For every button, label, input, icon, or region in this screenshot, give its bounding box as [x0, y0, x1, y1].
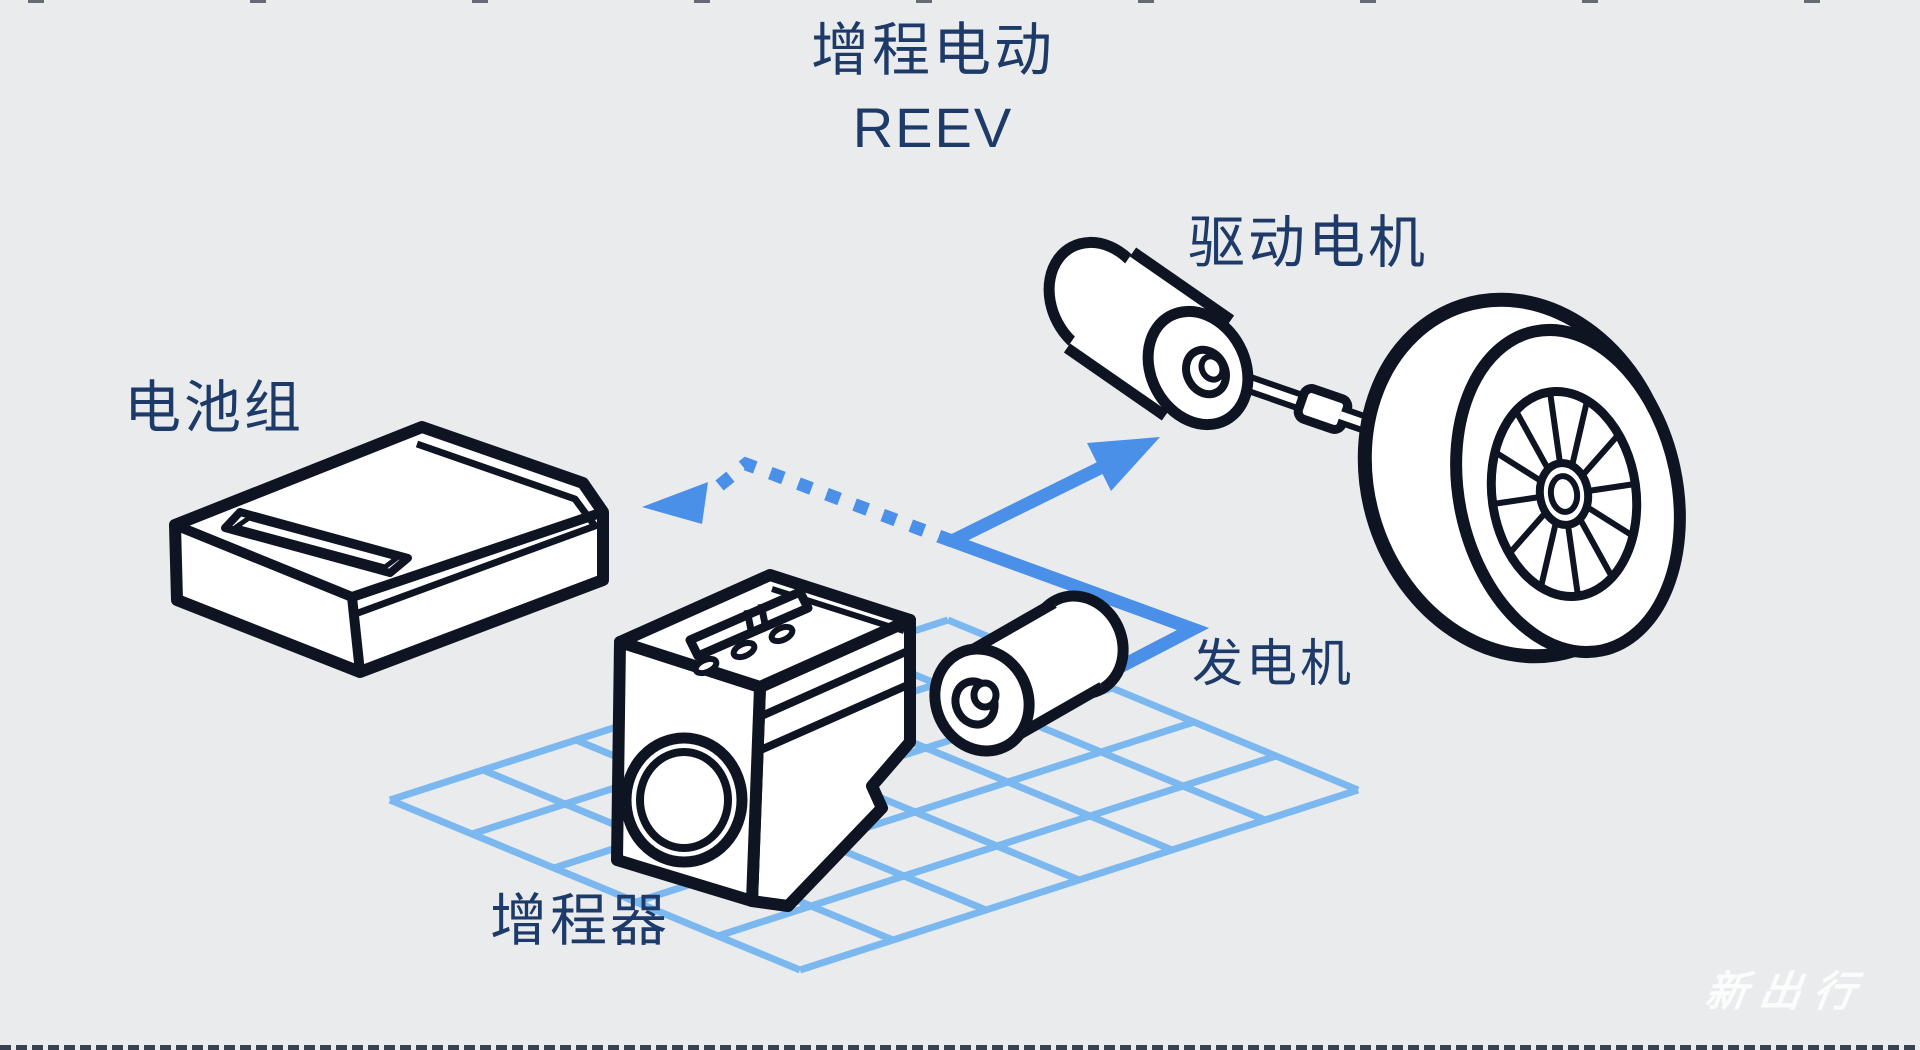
wheel-icon — [1357, 292, 1686, 664]
generator-icon — [929, 590, 1129, 757]
title-line-reev: REEV — [852, 96, 1014, 159]
title-line-chinese: 增程电动 — [810, 18, 1056, 83]
solid-flow-arrow-icon — [935, 437, 1210, 674]
label-range-extender: 增程器 — [490, 889, 670, 953]
watermark-logo: 新出行 — [1702, 968, 1871, 1015]
label-battery-pack: 电池组 — [124, 376, 304, 440]
diagram-title: 增程电动 REEV — [811, 22, 1055, 156]
drive-motor-icon — [1043, 236, 1254, 431]
label-generator: 发电机 — [1192, 635, 1355, 692]
battery-pack-icon — [169, 421, 609, 678]
range-extender-icon — [611, 569, 916, 912]
label-drive-motor: 驱动电机 — [1188, 211, 1428, 275]
dotted-flow-arrow-icon — [642, 456, 955, 548]
